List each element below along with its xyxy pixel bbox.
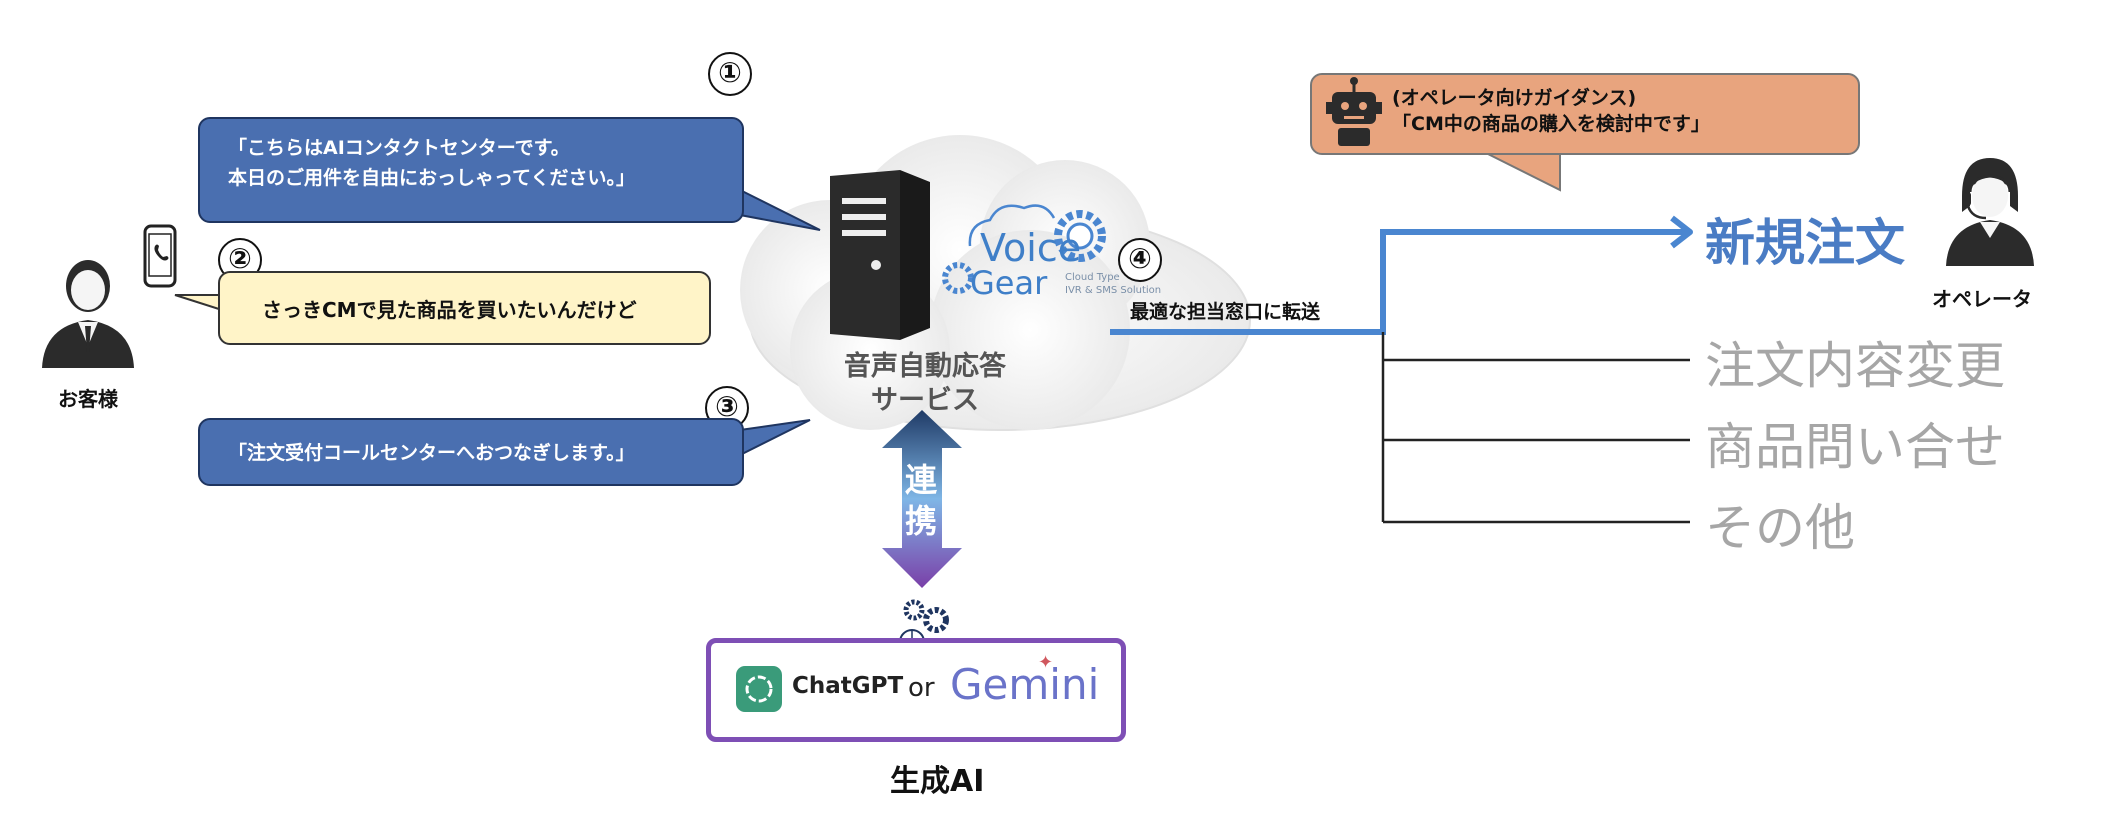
operator-headset-icon [1946,158,2034,266]
logo-word-voice: Voice [980,226,1082,270]
bubble-tail-2 [174,294,223,312]
ai-option-chatgpt: ChatGPT [792,673,904,699]
routing-label: 最適な担当窓口に転送 [1130,301,1321,323]
ai-greeting-line-1: 「こちらはAIコンタクトセンターです。 [228,137,570,159]
logo-tagline-2: IVR & SMS Solution [1065,285,1162,296]
logo-tagline-1: Cloud Type [1065,272,1120,283]
link-label-char-1: 連 [905,461,938,499]
customer-label: お客様 [58,387,118,411]
operator-figure [1940,152,2040,268]
service-name: 音声自動応答 サービス [830,350,1020,418]
guidance-line-2: 「CM中の商品の購入を検討中です」 [1392,113,1710,135]
customer-figure [38,250,138,370]
robot-icon [1326,76,1382,148]
chatgpt-icon [736,666,782,712]
route-option-3: その他 [1705,499,1855,557]
step-4-marker: ④ [1118,238,1162,282]
ai-label: 生成AI [890,764,985,799]
bubble-tail-guidance [1479,149,1561,192]
ai-option-gemini: Gemini [950,660,1100,709]
logo-word-gear: Gear [970,264,1048,302]
route-arrowhead [1670,215,1693,249]
server-icon [830,170,930,340]
service-name-line-2: サービス [871,385,979,416]
route-option-selected: 新規注文 [1705,214,1905,272]
ai-transfer-text: 「注文受付コールセンターへおつなぎします。」 [228,442,635,464]
link-label-char-2: 携 [905,502,938,540]
voicegear-logo [930,196,1140,301]
service-name-line-1: 音声自動応答 [844,351,1006,382]
guidance-line-1: (オペレータ向けガイダンス) [1392,87,1637,109]
ai-option-connector: or [908,673,935,703]
gemini-sparkle-icon: ✦ [1038,652,1054,673]
bubble-tail-3 [739,419,811,457]
link-arrow [882,410,962,588]
operator-guidance-bubble: (オペレータ向けガイダンス) 「CM中の商品の購入を検討中です」 [1310,73,1860,155]
customer-request-text: さっきCMで見た商品を買いたいんだけど [262,297,637,322]
phone-icon [143,224,177,288]
ai-transfer-bubble: 「注文受付コールセンターへおつなぎします。」 [198,418,744,486]
route-option-2: 商品問い合せ [1705,418,2005,476]
route-line-selected [1110,229,1690,335]
operator-label: オペレータ [1932,287,2032,311]
ai-greeting-bubble: 「こちらはAIコンタクトセンターです。 本日のご用件を自由におっしゃってください… [198,117,744,223]
customer-person-icon [42,260,134,368]
ai-greeting-line-2: 本日のご用件を自由におっしゃってください。」 [228,167,635,189]
customer-request-bubble: さっきCMで見た商品を買いたいんだけど [218,271,711,345]
step-1-marker: ① [708,52,752,96]
route-option-1: 注文内容変更 [1705,337,2005,395]
